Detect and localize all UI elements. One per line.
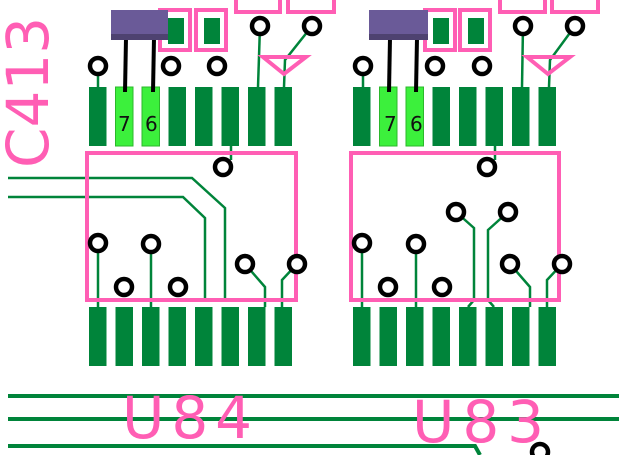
probe-lead: [414, 37, 419, 93]
smd-pad[interactable]: [459, 87, 477, 146]
via[interactable]: [499, 253, 521, 275]
via[interactable]: [167, 276, 189, 298]
smd-pad[interactable]: [115, 307, 134, 366]
smd-pad[interactable]: [512, 87, 530, 146]
smd-pad[interactable]: [432, 307, 451, 366]
smd-pad[interactable]: [353, 307, 371, 366]
silk-diode-triangle: [257, 55, 312, 77]
probe-lead: [387, 37, 392, 93]
u83-body-outline: [349, 151, 561, 302]
pads: [89, 86, 557, 366]
smd-pad[interactable]: [274, 87, 293, 146]
component-u84[interactable]: [85, 151, 298, 302]
pin-label-6: 6: [145, 112, 158, 136]
smd-pad[interactable]: [485, 307, 504, 366]
via[interactable]: [352, 55, 374, 77]
smd-pad[interactable]: [538, 307, 557, 366]
via[interactable]: [551, 253, 573, 275]
smd-pad[interactable]: [512, 307, 530, 366]
via[interactable]: [471, 55, 493, 77]
via[interactable]: [431, 276, 453, 298]
trace[interactable]: [455, 211, 476, 308]
smd-pad[interactable]: [221, 87, 240, 146]
probe-lead: [123, 37, 128, 93]
smd-pad[interactable]: [459, 307, 477, 366]
vias: [87, 15, 586, 455]
via[interactable]: [212, 156, 234, 178]
probe-body-shadow: [369, 34, 428, 40]
probe-lead: [151, 37, 156, 93]
smd-pad[interactable]: [221, 307, 240, 366]
smd-pad[interactable]: [432, 87, 451, 146]
smd-pad[interactable]: [142, 307, 160, 366]
u83-probe[interactable]: [369, 10, 428, 93]
smd-pad[interactable]: [89, 307, 107, 366]
via[interactable]: [160, 55, 182, 77]
smd-pad[interactable]: [379, 307, 398, 366]
silk-outline: [194, 8, 228, 52]
via[interactable]: [405, 233, 427, 255]
trace[interactable]: [486, 211, 509, 308]
smd-pad[interactable]: [89, 87, 107, 146]
via[interactable]: [301, 15, 323, 37]
via[interactable]: [286, 253, 308, 275]
smd-pad[interactable]: [168, 18, 184, 44]
smd-pad[interactable]: [248, 87, 266, 146]
smd-pad[interactable]: [538, 87, 557, 146]
trace[interactable]: [547, 25, 577, 88]
u84-probe[interactable]: [111, 10, 168, 93]
pin-label-7: 7: [384, 112, 397, 136]
smd-pad[interactable]: [204, 18, 220, 44]
via[interactable]: [529, 441, 551, 455]
ref-label-c413: C413: [0, 17, 62, 168]
silk-outline: [458, 8, 492, 52]
via[interactable]: [424, 55, 446, 77]
smd-pad[interactable]: [468, 18, 484, 44]
silk-outline: [550, 0, 600, 14]
trace[interactable]: [282, 25, 313, 88]
via[interactable]: [445, 201, 467, 223]
silk-outline: [286, 0, 336, 14]
via[interactable]: [113, 276, 135, 298]
ref-label-u83: U83: [412, 388, 544, 455]
via[interactable]: [377, 276, 399, 298]
u84-body-outline: [85, 151, 298, 302]
smd-pad[interactable]: [168, 307, 187, 366]
smd-pad[interactable]: [195, 307, 213, 366]
pin-label-7: 7: [118, 112, 131, 136]
via[interactable]: [351, 232, 373, 254]
via[interactable]: [206, 55, 228, 77]
highlighted-pad[interactable]: [141, 86, 160, 147]
via[interactable]: [140, 233, 162, 255]
bus-trace[interactable]: [8, 444, 482, 455]
smd-pad[interactable]: [485, 87, 504, 146]
smd-pad[interactable]: [406, 307, 424, 366]
smd-pad[interactable]: [353, 87, 371, 146]
via[interactable]: [249, 15, 271, 37]
via[interactable]: [512, 15, 534, 37]
component-u83[interactable]: [349, 151, 561, 302]
bus-traces: [8, 394, 619, 455]
silk-outline: [498, 0, 547, 14]
ref-label-u84: U84: [122, 384, 252, 452]
smd-pad[interactable]: [248, 307, 266, 366]
smd-pad[interactable]: [274, 307, 293, 366]
smd-pad[interactable]: [433, 18, 449, 44]
via[interactable]: [476, 156, 498, 178]
via[interactable]: [497, 201, 519, 223]
via[interactable]: [564, 15, 586, 37]
probe-body-shadow: [111, 34, 168, 40]
trace[interactable]: [8, 195, 207, 300]
silk-diode-triangle: [521, 55, 576, 77]
silk-outline: [234, 0, 282, 14]
via[interactable]: [87, 232, 109, 254]
smd-pad[interactable]: [195, 87, 213, 146]
via[interactable]: [87, 55, 109, 77]
pin-label-6: 6: [410, 112, 423, 136]
trace[interactable]: [8, 176, 227, 300]
smd-pad[interactable]: [168, 87, 187, 146]
via[interactable]: [234, 253, 256, 275]
